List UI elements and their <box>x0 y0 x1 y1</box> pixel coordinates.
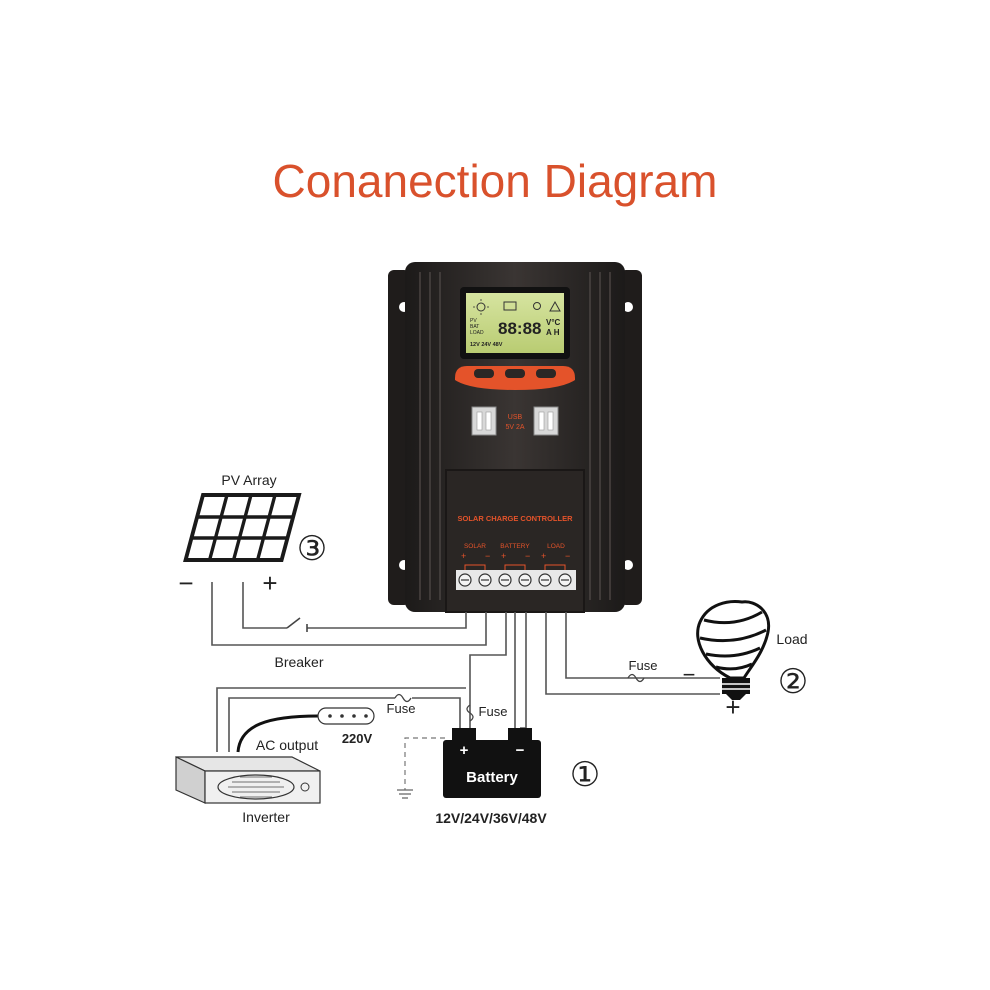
solar-charge-controller: PV BAT LOAD 88:88 V°C A H 12V 24V 48V US… <box>388 262 642 613</box>
battery-voltages: 12V/24V/36V/48V <box>435 810 547 826</box>
lcd-unit-bottom: A H <box>546 328 560 337</box>
ac-voltage-label: 220V <box>342 731 373 746</box>
diagram-title: Conanection Diagram <box>273 155 718 207</box>
down-button[interactable] <box>536 369 556 378</box>
usb-label: USB <box>508 414 523 421</box>
terminal-cover <box>445 469 585 613</box>
terminal-solar-label: SOLAR <box>464 543 486 550</box>
pv-array-label: PV Array <box>221 472 276 488</box>
lcd-load-label: LOAD <box>470 330 484 336</box>
fuse-battery-icon <box>466 704 474 722</box>
svg-text:+: + <box>461 551 466 561</box>
lcd-battery-icon <box>503 301 517 311</box>
breaker-label: Breaker <box>274 654 323 670</box>
load-minus-sign: − <box>683 662 696 687</box>
battery-fuse-label: Fuse <box>479 704 508 719</box>
power-strip-icon <box>317 707 375 725</box>
lcd-unit-top: V°C <box>546 318 561 327</box>
inverter-fuse-label: Fuse <box>387 701 416 716</box>
load-plus-sign: + <box>725 692 740 722</box>
pv-step-number: ③ <box>297 530 327 568</box>
inverter-box-icon <box>175 756 321 804</box>
fuse-inverter-icon <box>394 693 412 703</box>
solar-panel-icon <box>183 493 302 562</box>
svg-text:−: − <box>565 551 570 561</box>
terminal-load-label: LOAD <box>547 543 565 550</box>
battery-minus-sign: − <box>516 742 525 759</box>
pv-array: PV Array − + ③ <box>178 472 327 598</box>
wiring <box>211 582 720 799</box>
svg-text:+: + <box>541 551 546 561</box>
battery: + − Battery 12V/24V/36V/48V ① <box>435 728 600 826</box>
menu-button[interactable] <box>474 369 494 378</box>
usb-port-right[interactable] <box>533 406 559 436</box>
panel-title: SOLAR CHARGE CONTROLLER <box>458 514 574 523</box>
bulb-icon <box>533 302 541 310</box>
pv-plus-sign: + <box>262 568 277 598</box>
load-label: Load <box>776 631 807 647</box>
up-button[interactable] <box>505 369 525 378</box>
battery-body <box>443 740 541 798</box>
breaker-switch-icon <box>286 617 308 632</box>
terminal-battery-label: BATTERY <box>500 543 530 550</box>
usb-port-left[interactable] <box>471 406 497 436</box>
light-bulb-icon <box>696 600 771 700</box>
lcd-voltages: 12V 24V 48V <box>470 342 503 348</box>
load: Load − + ② <box>683 600 808 722</box>
ac-cable <box>236 714 319 753</box>
usb-rating-label: 5V 2A <box>505 424 524 431</box>
battery-step-number: ① <box>570 756 600 794</box>
svg-text:+: + <box>501 551 506 561</box>
load-fuse-label: Fuse <box>629 658 658 673</box>
inverter: Inverter AC output 220V <box>175 707 375 825</box>
warning-icon <box>549 300 561 312</box>
battery-plus-sign: + <box>460 742 469 759</box>
svg-text:−: − <box>485 551 490 561</box>
load-step-number: ② <box>778 663 808 701</box>
battery-label: Battery <box>466 769 518 786</box>
ac-output-label: AC output <box>256 737 318 753</box>
lcd-bat-label: BAT <box>470 324 479 330</box>
sun-icon <box>473 299 489 315</box>
fuse-load-icon <box>627 673 645 683</box>
inverter-label: Inverter <box>242 809 290 825</box>
lcd-pv-label: PV <box>470 318 477 324</box>
pv-minus-sign: − <box>178 568 193 598</box>
terminal-screws <box>456 570 576 590</box>
svg-text:−: − <box>525 551 530 561</box>
lcd-digits: 88:88 <box>498 319 541 338</box>
